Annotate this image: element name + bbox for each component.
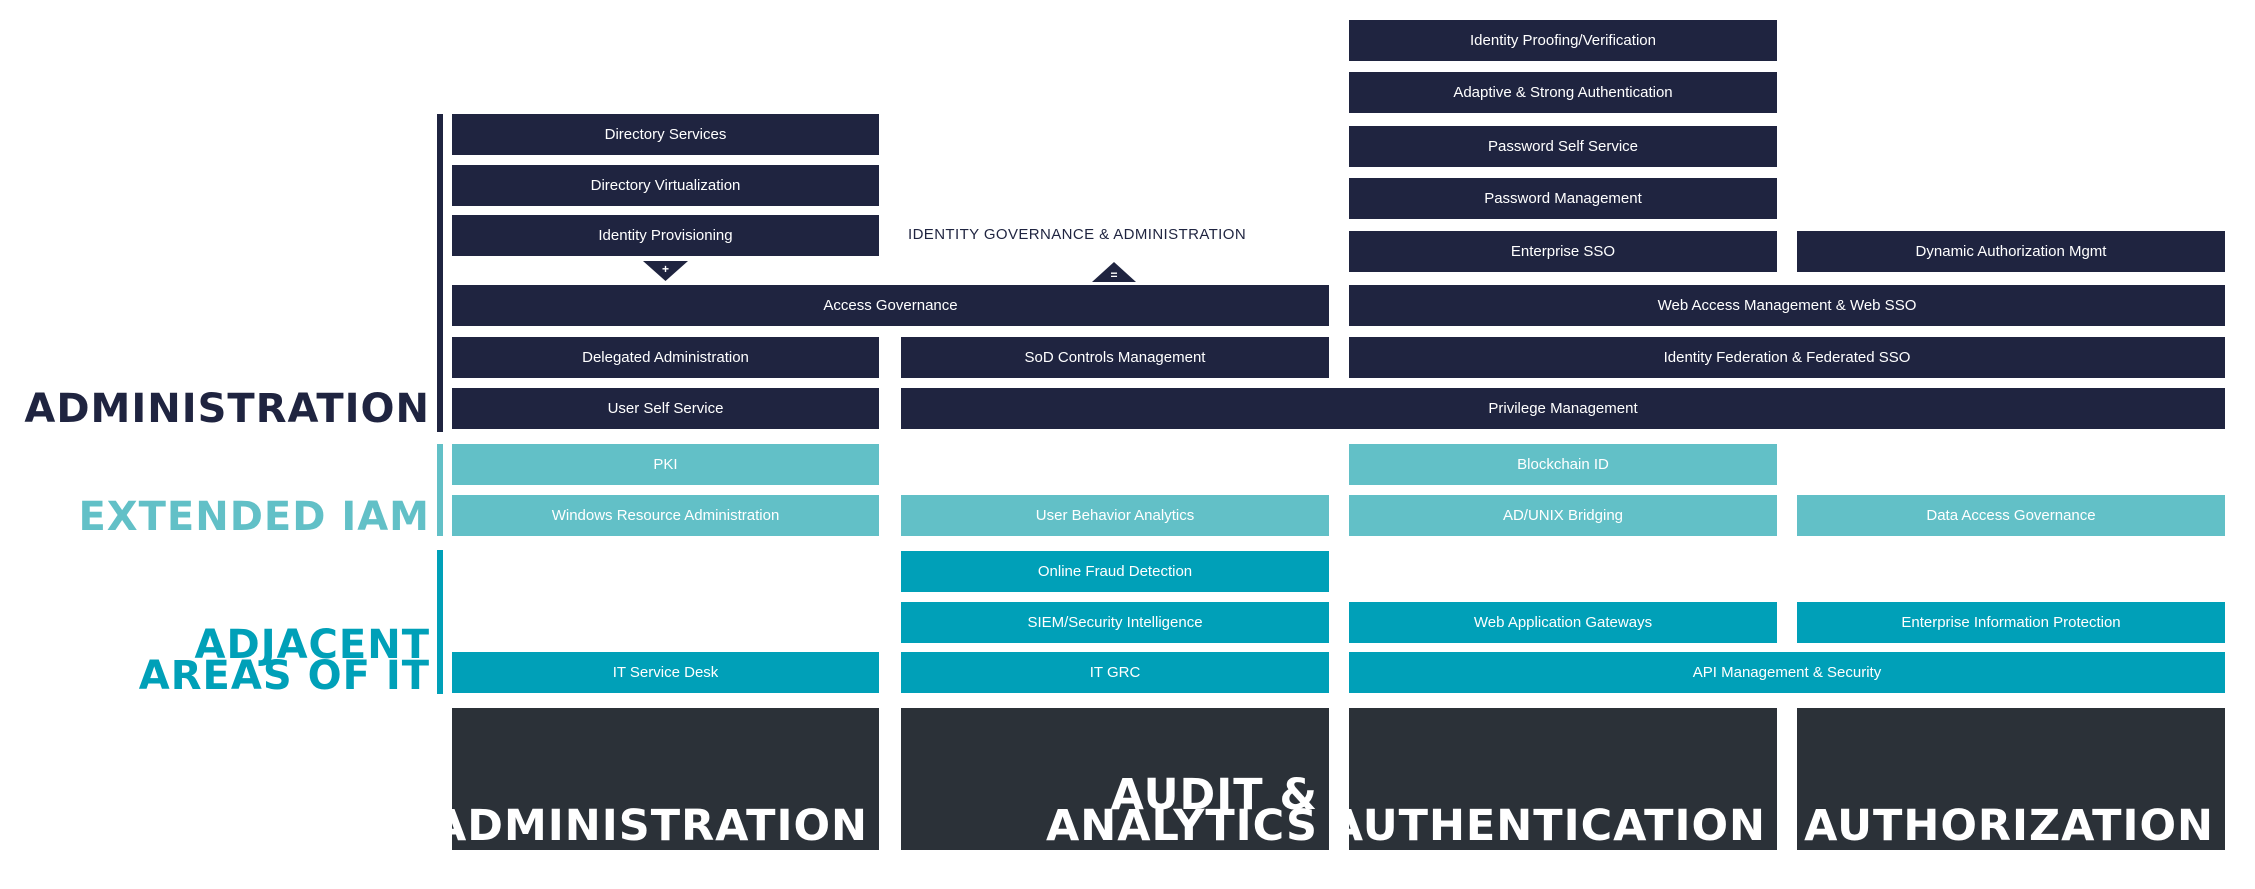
plus-arrow-icon: + bbox=[643, 261, 688, 281]
web-app-gateways-box: Web Application Gateways bbox=[1349, 602, 1777, 643]
user-self-service-box: User Self Service bbox=[452, 388, 879, 429]
password-management-box: Password Management bbox=[1349, 178, 1777, 219]
side-label-administration: ADMINISTRATION bbox=[24, 386, 430, 432]
web-access-mgmt-box: Web Access Management & Web SSO bbox=[1349, 285, 2225, 326]
column-authorization: AUTHORIZATION bbox=[1797, 708, 2225, 850]
api-management-box: API Management & Security bbox=[1349, 652, 2225, 693]
column-authentication: AUTHENTICATION bbox=[1330, 708, 1777, 850]
user-behavior-box: User Behavior Analytics bbox=[901, 495, 1329, 536]
it-grc-box: IT GRC bbox=[901, 652, 1329, 693]
adjacent-bar bbox=[437, 550, 443, 694]
delegated-administration-box: Delegated Administration bbox=[452, 337, 879, 378]
privilege-management-box: Privilege Management bbox=[901, 388, 2225, 429]
password-self-service-box: Password Self Service bbox=[1349, 126, 1777, 167]
directory-virtualization-box: Directory Virtualization bbox=[452, 165, 879, 206]
adaptive-auth-box: Adaptive & Strong Authentication bbox=[1349, 72, 1777, 113]
directory-services-box: Directory Services bbox=[452, 114, 879, 155]
identity-provisioning-box: Identity Provisioning bbox=[452, 215, 879, 256]
identity-federation-box: Identity Federation & Federated SSO bbox=[1349, 337, 2225, 378]
sod-controls-box: SoD Controls Management bbox=[901, 337, 1329, 378]
column-administration: ADMINISTRATION bbox=[433, 708, 879, 850]
ad-unix-box: AD/UNIX Bridging bbox=[1349, 495, 1777, 536]
iga-label: IDENTITY GOVERNANCE & ADMINISTRATION bbox=[908, 226, 1247, 243]
it-service-desk-box: IT Service Desk bbox=[452, 652, 879, 693]
side-label-adjacent: ADJACENT AREAS OF IT bbox=[138, 622, 430, 699]
identity-proofing-box: Identity Proofing/Verification bbox=[1349, 20, 1777, 61]
blockchain-id-box: Blockchain ID bbox=[1349, 444, 1777, 485]
online-fraud-box: Online Fraud Detection bbox=[901, 551, 1329, 592]
pki-box: PKI bbox=[452, 444, 879, 485]
dynamic-authz-box: Dynamic Authorization Mgmt bbox=[1797, 231, 2225, 272]
siem-box: SIEM/Security Intelligence bbox=[901, 602, 1329, 643]
access-governance-box: Access Governance bbox=[452, 285, 1329, 326]
enterprise-sso-box: Enterprise SSO bbox=[1349, 231, 1777, 272]
data-access-gov-box: Data Access Governance bbox=[1797, 495, 2225, 536]
windows-resource-box: Windows Resource Administration bbox=[452, 495, 879, 536]
equals-arrow-icon: = bbox=[1092, 262, 1136, 282]
enterprise-info-protection-box: Enterprise Information Protection bbox=[1797, 602, 2225, 643]
side-label-extended-iam: EXTENDED IAM bbox=[78, 494, 430, 540]
extended-iam-bar bbox=[437, 444, 443, 536]
administration-bar bbox=[437, 114, 443, 432]
column-audit-analytics: AUDIT & ANALYTICS bbox=[901, 708, 1329, 850]
